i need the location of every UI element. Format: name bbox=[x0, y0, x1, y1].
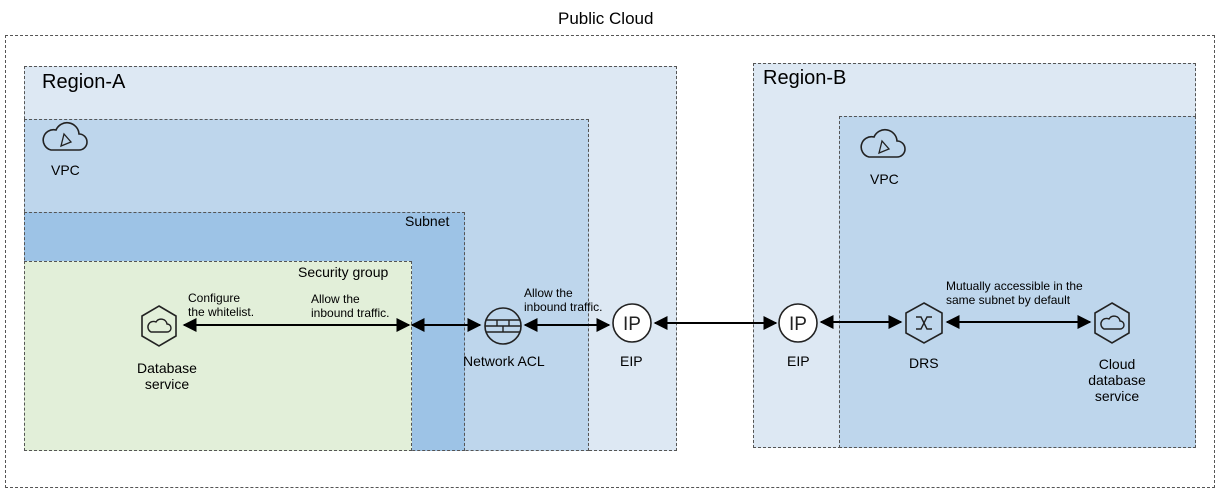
allow-inbound-sg-note: Allow the inbound traffic. bbox=[311, 292, 390, 320]
network-acl-label: Network ACL bbox=[463, 353, 545, 369]
region-a-title: Region-A bbox=[42, 71, 126, 93]
security-group-label: Security group bbox=[298, 264, 389, 280]
configure-whitelist-note: Configure the whitelist. bbox=[188, 291, 255, 319]
allow-inbound-acl-note: Allow the inbound traffic. bbox=[524, 286, 603, 314]
eip-b-label: EIP bbox=[787, 353, 810, 369]
vpc-b bbox=[839, 116, 1196, 448]
public-cloud-title: Public Cloud bbox=[555, 9, 657, 29]
vpc-a-label: VPC bbox=[51, 162, 80, 178]
eip-a-label: EIP bbox=[620, 353, 643, 369]
svg-text:IP: IP bbox=[789, 314, 807, 335]
svg-text:IP: IP bbox=[623, 314, 641, 335]
region-b-title: Region-B bbox=[763, 67, 847, 89]
database-service-icon bbox=[139, 304, 179, 353]
drs-label: DRS bbox=[909, 355, 939, 371]
subnet-label: Subnet bbox=[405, 213, 450, 229]
cloud-database-icon bbox=[1092, 301, 1132, 350]
eip-b-icon: IP bbox=[777, 302, 819, 349]
drs-icon bbox=[903, 301, 945, 350]
mutual-access-note: Mutually accessible in the same subnet b… bbox=[946, 279, 1083, 307]
cloud-database-label: Cloud database service bbox=[1088, 356, 1146, 405]
database-service-label: Database service bbox=[137, 360, 197, 393]
network-acl-icon bbox=[482, 305, 524, 352]
cloud-vpc-icon-b bbox=[859, 127, 907, 166]
security-group bbox=[24, 261, 412, 451]
vpc-b-label: VPC bbox=[870, 171, 899, 187]
eip-a-icon: IP bbox=[611, 302, 653, 349]
cloud-vpc-icon bbox=[41, 120, 89, 159]
